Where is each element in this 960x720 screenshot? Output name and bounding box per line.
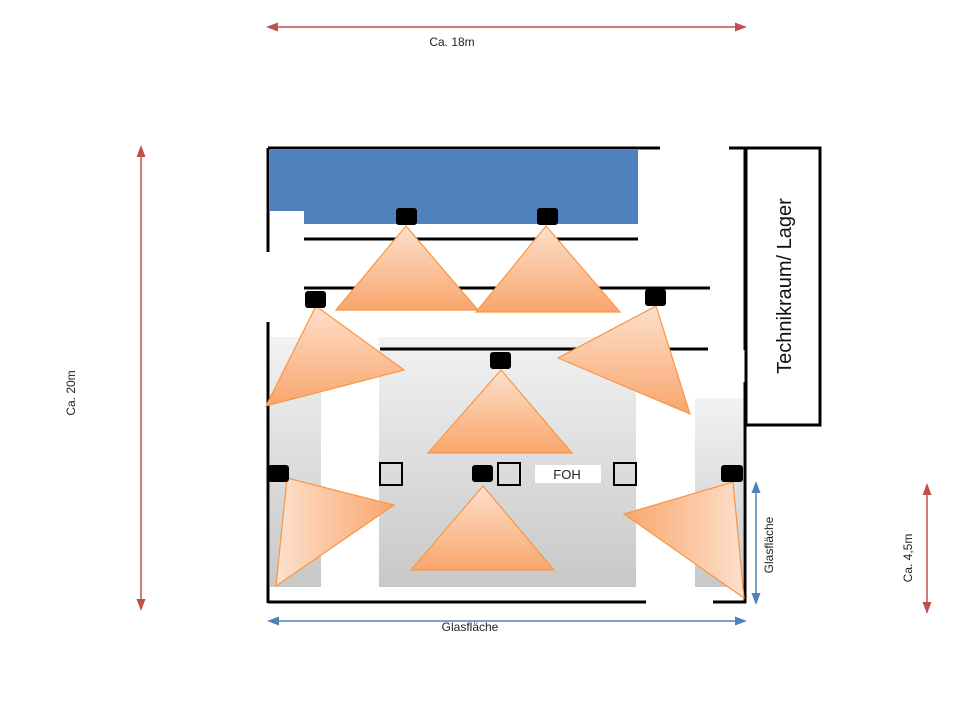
light-beam (275, 477, 396, 588)
marker-square (497, 462, 521, 486)
light-fixture (645, 289, 666, 306)
light-beam (426, 369, 574, 454)
light-fixture (537, 208, 558, 225)
light-beam (409, 485, 556, 571)
light-fixture (490, 352, 511, 369)
glass-right-label: Glasfläche (762, 516, 776, 573)
light-beam (474, 225, 622, 313)
marker-square (379, 462, 403, 486)
outlined-markers (379, 462, 637, 486)
light-fixture (305, 291, 326, 308)
foh-label: FOH (553, 467, 580, 482)
side-dimension-label: Ca. 4,5m (901, 534, 915, 583)
light-beam (622, 481, 745, 600)
stage-area (270, 150, 638, 224)
foh-box (535, 465, 601, 483)
light-fixture (472, 465, 493, 482)
light-fixture (268, 465, 289, 482)
light-beams (264, 225, 745, 600)
light-beam (334, 225, 480, 311)
light-beam (556, 305, 691, 416)
marker-square (613, 462, 637, 486)
tech-room-label: Technikraum/ Lager (774, 198, 796, 374)
glass-bottom-label: Glasfläche (442, 620, 499, 634)
height-dimension-label: Ca. 20m (64, 370, 78, 415)
tech-room (744, 146, 822, 427)
light-beam (264, 305, 406, 407)
light-fixtures (268, 208, 743, 482)
light-fixture (396, 208, 417, 225)
width-dimension-label: Ca. 18m (429, 35, 474, 49)
light-fixture (721, 465, 743, 482)
